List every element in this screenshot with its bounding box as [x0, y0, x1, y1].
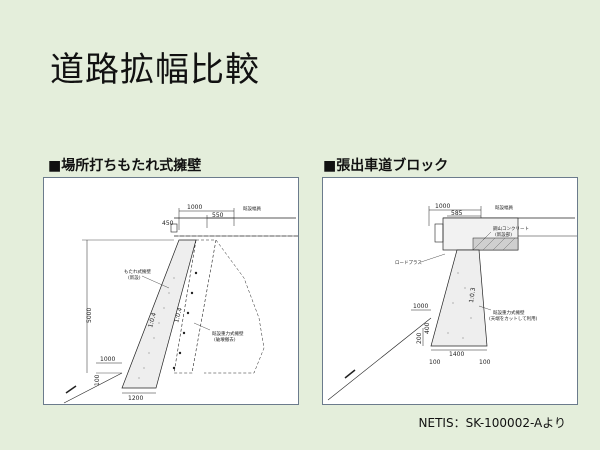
left-slope-2: 1:0.4 — [173, 307, 184, 324]
left-wall-new-label: もたれ式擁壁(新設) — [124, 268, 151, 281]
left-dim-1000: 1000 — [187, 204, 202, 211]
right-dim-1400: 1400 — [449, 351, 464, 358]
right-dim-400: 400 — [424, 322, 431, 334]
left-road-width-label: 既設幅員 — [243, 205, 261, 212]
right-dim-100b: 100 — [479, 359, 491, 366]
right-dim-100a: 100 — [429, 359, 441, 366]
right-slope: 1:0.3 — [468, 287, 477, 303]
right-road-width-label: 既設幅員 — [495, 204, 513, 211]
left-dim-550: 550 — [212, 212, 224, 219]
left-dim-5000: 5000 — [86, 308, 93, 323]
left-figure-drawing: 1000 550 450 既設幅員 1:0.4 1:0.4 もたれ式擁壁(新設) — [63, 204, 298, 404]
slide-title: 道路拡幅比較 — [50, 50, 260, 90]
right-dim-1000: 1000 — [435, 203, 450, 210]
right-dim-200: 200 — [416, 332, 423, 344]
left-dim-bottom-1000: 1000 — [100, 356, 115, 363]
left-wall-existing-label: 既設重力式擁壁(破壊撤去) — [212, 330, 244, 343]
left-dim-1200: 1200 — [128, 395, 143, 402]
right-dim-585: 585 — [451, 210, 463, 217]
right-figure-drawing: 1000 585 既設幅員 1:0.3 鋼山コンクリート(新設部) ロードプラス… — [327, 203, 577, 401]
right-road-plus-label: ロードプラス — [395, 260, 422, 266]
right-concrete-label: 鋼山コンクリート(新設部) — [493, 225, 529, 238]
left-figure-caption: ■場所打ちもたれ式擁壁 — [48, 158, 202, 174]
right-wall-existing-label: 既設重力式擁壁(天端をカットして利用) — [489, 309, 538, 322]
right-dim-left-1000: 1000 — [413, 303, 428, 310]
left-dim-100: 100 — [94, 374, 101, 386]
left-slope-1: 1:0.4 — [147, 312, 158, 329]
left-dim-450: 450 — [162, 220, 174, 227]
left-figure-panel: 1000 550 450 既設幅員 1:0.4 1:0.4 もたれ式擁壁(新設) — [43, 177, 299, 405]
right-figure-panel: 1000 585 既設幅員 1:0.3 鋼山コンクリート(新設部) ロードプラス… — [322, 177, 578, 405]
source-note: NETIS：SK-100002-Aより — [418, 416, 566, 430]
right-figure-caption: ■張出車道ブロック — [323, 158, 449, 174]
